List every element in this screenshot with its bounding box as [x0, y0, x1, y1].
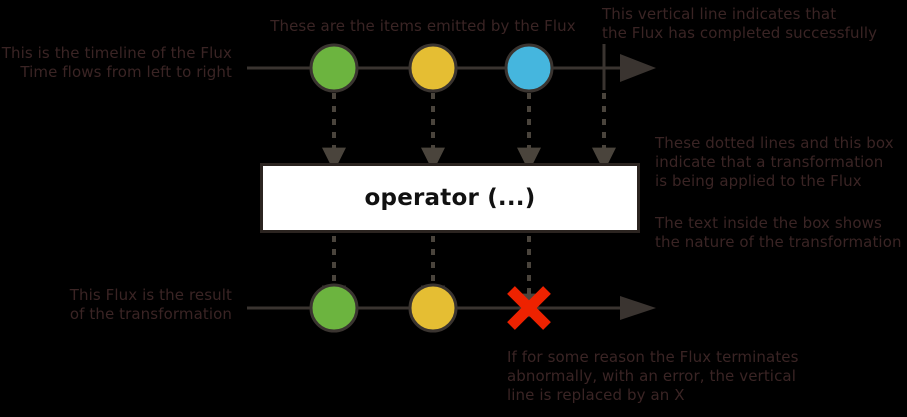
- result-timeline-arrowhead: [620, 296, 656, 320]
- annotation-box-text-meaning: The text inside the box shows the nature…: [655, 214, 902, 251]
- annotation-transformation: These dotted lines and this box indicate…: [655, 134, 894, 190]
- result-timeline: [247, 283, 656, 333]
- annotation-completion-line: This vertical line indicates that the Fl…: [602, 5, 878, 42]
- marble-green-source[interactable]: [309, 43, 359, 93]
- transform-arrows-in: [322, 93, 616, 172]
- marble-blue-source[interactable]: [504, 43, 554, 93]
- transform-arrows-out: [322, 236, 541, 318]
- marble-yellow-source[interactable]: [408, 43, 458, 93]
- source-timeline-arrowhead: [620, 54, 656, 82]
- marble-green-result[interactable]: [309, 283, 359, 333]
- annotation-error-note: If for some reason the Flux terminates a…: [507, 348, 799, 404]
- operator-box[interactable]: operator (...): [260, 163, 640, 233]
- marble-yellow-result[interactable]: [408, 283, 458, 333]
- error-x-icon[interactable]: [507, 286, 551, 330]
- annotation-items-emitted: These are the items emitted by the Flux: [270, 17, 576, 35]
- source-timeline: [247, 43, 656, 93]
- annotation-source-timeline: This is the timeline of the Flux Time fl…: [1, 44, 232, 81]
- annotation-result-timeline: This Flux is the result of the transform…: [69, 286, 232, 323]
- operator-box-label: operator (...): [364, 185, 536, 211]
